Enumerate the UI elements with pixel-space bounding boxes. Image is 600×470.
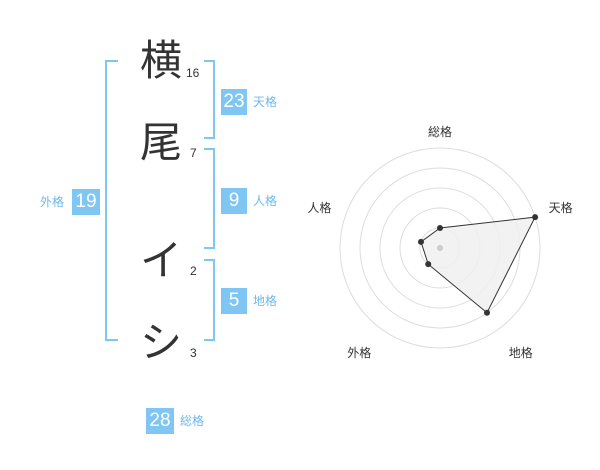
radar-axis-label-5: 人格 [307, 200, 331, 215]
chikaku-label: 地格 [253, 294, 278, 308]
gaikaku-bracket [105, 60, 118, 341]
gaikaku-value: 19 [72, 189, 100, 215]
radar-axis-label-1: 総格 [428, 124, 452, 139]
radar-point-5 [417, 238, 424, 245]
radar-point-3 [484, 309, 491, 316]
radar-ring-5 [339, 147, 541, 349]
tenkaku-label: 天格 [253, 95, 278, 109]
chikaku-bracket [204, 259, 215, 341]
jinkaku-label: 人格 [253, 194, 278, 208]
radar-polygon [420, 216, 536, 314]
jinkaku-value: 9 [221, 188, 247, 214]
stroke-count-4: 3 [190, 346, 197, 360]
radar-center-point [437, 245, 443, 251]
stroke-count-2: 7 [190, 146, 197, 160]
gaikaku-label: 外格 [40, 195, 65, 209]
tenkaku-value: 23 [221, 89, 247, 115]
radar-axis-label-4: 外格 [347, 345, 371, 360]
jinkaku-bracket [204, 148, 215, 249]
name-char-4: シ [140, 318, 183, 367]
radar-axis-label-3: 地格 [509, 345, 533, 360]
name-char-1: 横 [140, 36, 183, 85]
tenkaku-bracket [204, 60, 215, 139]
radar-axis-label-2: 天格 [549, 200, 573, 215]
radar-point-1 [437, 225, 443, 231]
radar-point-2 [532, 214, 539, 221]
soukaku-value: 28 [146, 408, 174, 434]
name-char-2: 尾 [140, 118, 183, 167]
stroke-count-3: 2 [190, 264, 197, 278]
name-char-3: イ [140, 236, 183, 285]
chikaku-value: 5 [221, 288, 247, 314]
radar-point-4 [425, 261, 432, 268]
soukaku-label: 総格 [180, 414, 205, 428]
stroke-count-1: 16 [186, 66, 200, 80]
